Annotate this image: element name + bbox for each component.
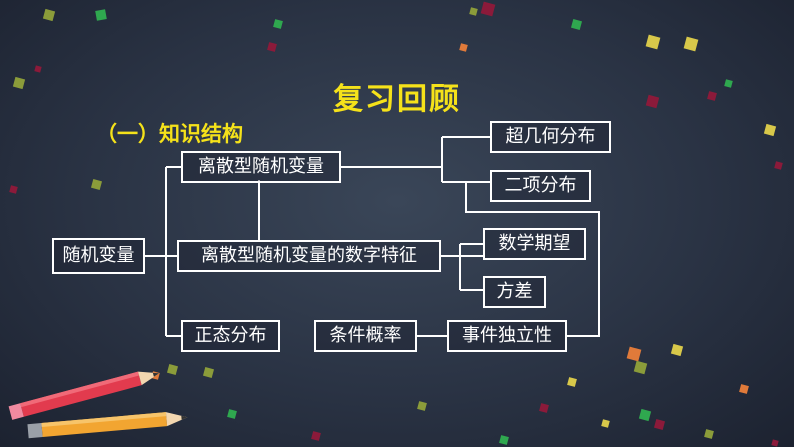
section-heading: （一）知识结构 <box>96 122 243 146</box>
node-expectation[interactable]: 数学期望 <box>483 228 586 260</box>
node-discrete-variable[interactable]: 离散型随机变量 <box>181 151 341 183</box>
node-normal-distribution[interactable]: 正态分布 <box>181 320 280 352</box>
node-binomial[interactable]: 二项分布 <box>490 170 591 202</box>
node-numeric-features[interactable]: 离散型随机变量的数字特征 <box>177 240 441 272</box>
node-variance[interactable]: 方差 <box>483 276 546 308</box>
slide-title: 复习回顾 <box>333 82 461 117</box>
node-event-independence[interactable]: 事件独立性 <box>447 320 567 352</box>
node-conditional-probability[interactable]: 条件概率 <box>314 320 417 352</box>
binomial-to-independence-line <box>465 182 600 337</box>
node-hypergeometric[interactable]: 超几何分布 <box>490 121 611 153</box>
node-random-variable[interactable]: 随机变量 <box>52 238 145 274</box>
